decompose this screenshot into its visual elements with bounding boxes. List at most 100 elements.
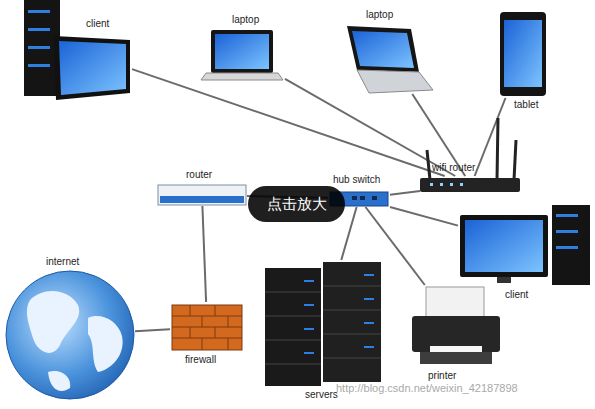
device-label: router	[186, 169, 212, 181]
servers-icon-rect	[265, 268, 321, 386]
device-label: firewall	[185, 354, 216, 366]
servers-icon-rect	[364, 274, 374, 276]
firewall-icon-line	[202, 316, 203, 327]
desktop-icon	[460, 205, 590, 285]
convertible-laptop-icon-polygon	[347, 26, 419, 72]
firewall-icon-line	[190, 305, 191, 316]
firewall-icon-rect	[172, 305, 242, 350]
desktop-icon-rect	[556, 246, 578, 249]
printer-icon-rect	[426, 287, 484, 319]
device-label: hub switch	[333, 174, 380, 186]
network-cable	[390, 207, 458, 226]
network-cable	[475, 98, 506, 176]
hub-switch-icon-rect	[352, 196, 357, 200]
laptop-node: laptop	[345, 25, 435, 94]
tablet-node: tablet	[498, 10, 548, 98]
desktop-icon-rect	[556, 230, 578, 233]
firewall-node: firewall	[170, 302, 244, 352]
network-cable	[341, 207, 356, 260]
network-cable	[135, 329, 170, 331]
zoom-overlay: 点击放大	[248, 186, 345, 222]
router-icon-rect	[158, 185, 246, 205]
watermark: http://blog.csdn.net/weixin_42187898	[336, 382, 518, 395]
desktop-icon-rect	[28, 46, 50, 49]
globe-icon-circle	[6, 271, 134, 399]
laptop-node: laptop	[201, 28, 285, 82]
convertible-laptop-icon-polygon	[352, 31, 414, 68]
printer-icon	[412, 287, 500, 364]
hub-switch-icon-rect	[360, 196, 365, 200]
servers-icon-rect	[304, 352, 314, 354]
desktop-icon-polygon	[59, 41, 126, 95]
device-label: laptop	[232, 14, 259, 26]
laptop-icon-polygon	[201, 73, 283, 80]
servers-icon-rect	[364, 346, 374, 348]
firewall-icon-line	[215, 327, 216, 338]
firewall-icon-line	[228, 338, 229, 350]
printer-icon-rect	[420, 352, 492, 364]
servers-icon-rect	[364, 322, 374, 324]
printer-icon-rect	[412, 316, 500, 352]
device-label: wifi router	[432, 162, 475, 174]
printer-icon-rect	[430, 346, 482, 352]
hub-switch-icon-rect	[372, 196, 377, 200]
servers-icon-line	[265, 364, 321, 365]
firewall-icon-line	[172, 327, 242, 328]
desktop-icon-rect	[460, 215, 548, 277]
tablet-icon-rect	[504, 20, 542, 87]
device-label: client	[505, 289, 528, 301]
servers-icon-rect	[364, 298, 374, 300]
network-cable	[285, 79, 455, 176]
firewall-icon-line	[202, 338, 203, 350]
router-node: router	[157, 184, 247, 206]
printer-node: printer	[410, 285, 502, 367]
globe-icon-path	[88, 316, 123, 372]
device-label: servers	[305, 389, 338, 401]
wifi-router-icon-rect	[430, 183, 433, 186]
servers-icon-line	[323, 310, 381, 311]
wifi-router-icon-line	[427, 150, 430, 180]
servers-icon-line	[265, 340, 321, 341]
computer-node: client	[20, 0, 132, 100]
desktop-icon-rect	[556, 214, 578, 217]
router-icon-rect	[160, 196, 244, 203]
servers-icon-line	[265, 292, 321, 293]
wifi-router-icon-rect	[450, 183, 453, 186]
servers-icon-rect	[304, 304, 314, 306]
convertible-laptop-icon	[347, 26, 433, 93]
desktop-icon-rect	[465, 220, 543, 272]
servers-icon-rect	[304, 280, 314, 282]
servers-icon-rect	[323, 262, 381, 382]
network-cable	[202, 206, 206, 302]
device-label: internet	[46, 256, 79, 268]
firewall-icon	[172, 305, 242, 350]
server-node: servers	[264, 260, 382, 387]
servers-icon	[265, 262, 381, 386]
desktop-icon-rect	[28, 10, 50, 13]
convertible-laptop-icon-polygon	[357, 70, 433, 93]
device-label: laptop	[366, 9, 393, 21]
wifi-router-icon-line	[514, 140, 516, 180]
wifi-router-icon-line	[497, 118, 498, 180]
firewall-icon-line	[172, 316, 242, 317]
firewall-icon-line	[215, 305, 216, 316]
tablet-icon	[500, 12, 546, 96]
wifi-router-icon-rect	[420, 178, 520, 192]
desktop-icon-rect	[28, 64, 50, 67]
device-label: printer	[428, 370, 456, 382]
wifi-router-node: wifi router	[420, 176, 522, 194]
wifi-router-icon-rect	[460, 183, 463, 186]
desktop-icon-rect	[28, 28, 50, 31]
network-cable	[390, 191, 420, 195]
servers-icon-line	[323, 334, 381, 335]
laptop-icon-rect	[211, 30, 273, 73]
firewall-icon-line	[228, 316, 229, 327]
firewall-icon-line	[190, 327, 191, 338]
servers-icon-line	[323, 358, 381, 359]
servers-icon-line	[265, 316, 321, 317]
network-cable	[132, 69, 445, 176]
globe-icon	[6, 271, 134, 399]
wifi-router-icon	[420, 118, 520, 192]
device-label: tablet	[514, 99, 538, 111]
